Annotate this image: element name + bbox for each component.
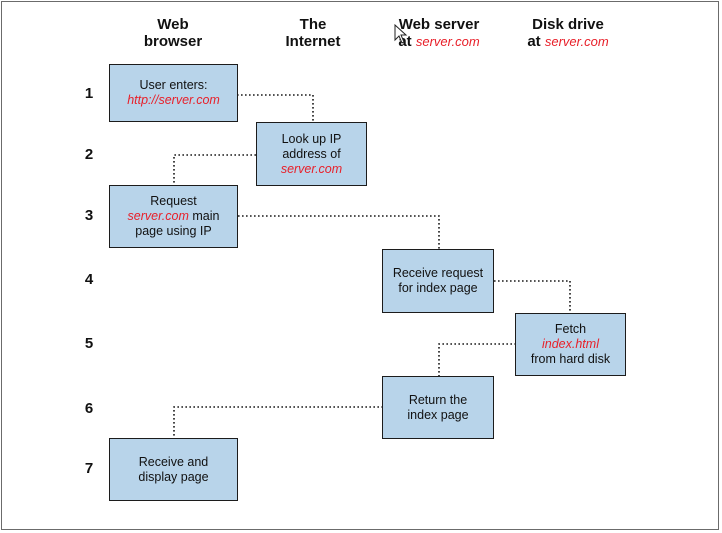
- step-box-return-page: Return the index page: [382, 376, 494, 439]
- column-header-line2: Internet: [253, 33, 373, 50]
- step-number: 6: [84, 400, 94, 417]
- column-header-web-server: Web server at server.com: [379, 16, 499, 50]
- column-header-domain: server.com: [544, 34, 609, 49]
- column-header-line2-text: Internet: [285, 33, 341, 50]
- box-text-line: User enters:: [139, 78, 208, 92]
- connector-6-7: [173, 406, 383, 438]
- column-header-line1: Disk drive: [532, 16, 604, 33]
- connector-4-5: [494, 280, 571, 313]
- box-text-line: main page using IP: [135, 209, 220, 238]
- box-text-domain: server.com: [127, 209, 189, 223]
- step-box-receive-display: Receive and display page: [109, 438, 238, 501]
- step-number: 5: [84, 335, 94, 352]
- box-text-filename: index.html: [542, 337, 599, 351]
- column-header-web-browser: Web browser: [113, 16, 233, 50]
- step-number: 1: [84, 85, 94, 102]
- step-box-receive-request: Receive request for index page: [382, 249, 494, 313]
- column-header-line1: Web server: [398, 16, 480, 33]
- box-text: Receive and display page: [138, 454, 209, 484]
- box-text-line: Fetch: [554, 322, 587, 336]
- connector-2-3: [173, 154, 256, 185]
- box-text: Return the index page: [407, 392, 469, 422]
- box-text-line: from hard disk: [530, 352, 611, 366]
- connector-1-2: [237, 94, 314, 122]
- column-header-domain: server.com: [415, 34, 480, 49]
- box-text-url: http://server.com: [127, 93, 220, 107]
- box-text-line: Look up IP address of: [281, 131, 342, 161]
- box-text-line: Request: [150, 194, 197, 208]
- step-number: 3: [84, 207, 94, 224]
- mouse-cursor-icon: [394, 24, 408, 44]
- box-text: User enters:http://server.com: [127, 78, 220, 108]
- column-header-line1: Web: [157, 16, 189, 33]
- column-header-line1: The: [299, 16, 327, 33]
- step-number: 2: [84, 146, 94, 163]
- box-text-domain: server.com: [280, 161, 343, 176]
- column-header-line2: at server.com: [508, 33, 628, 50]
- column-header-line2-text: browser: [143, 33, 203, 50]
- column-header-the-internet: The Internet: [253, 16, 373, 50]
- column-header-disk-drive: Disk drive at server.com: [508, 16, 628, 50]
- step-number: 7: [84, 460, 94, 477]
- box-text: Receive request for index page: [392, 266, 484, 295]
- connector-5-6: [438, 343, 516, 376]
- step-number: 4: [84, 271, 94, 288]
- connector-3-4: [238, 215, 440, 249]
- step-box-user-enters: User enters:http://server.com: [109, 64, 238, 122]
- column-header-line2-text: at: [527, 33, 545, 50]
- column-header-line2: browser: [113, 33, 233, 50]
